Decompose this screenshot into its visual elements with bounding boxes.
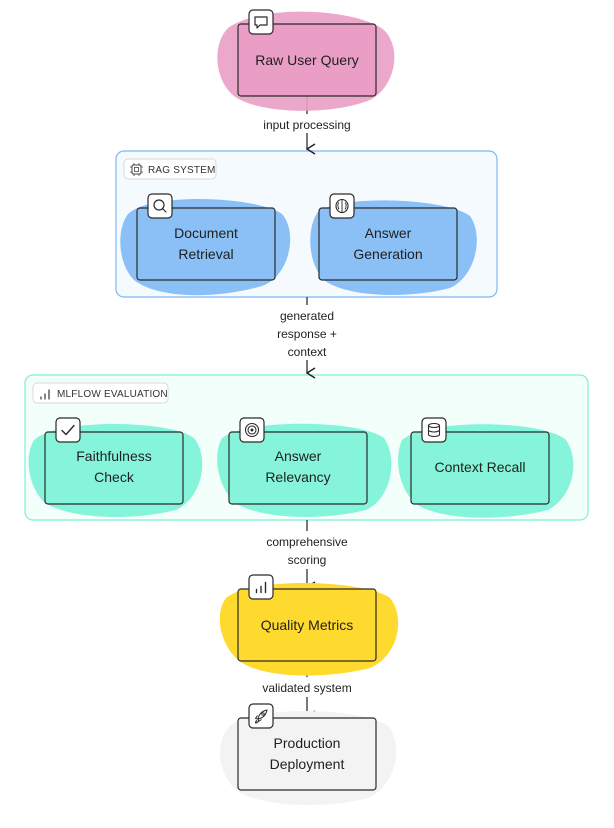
node-raw-user-query[interactable]: Raw User Query xyxy=(217,9,395,111)
group-label-mlflow: MLFLOW EVALUATION xyxy=(57,389,168,400)
edge-comprehensive-scoring: comprehensive scoring xyxy=(266,520,348,593)
search-icon xyxy=(147,193,173,219)
node-document-retrieval[interactable]: Document Retrieval xyxy=(120,193,291,296)
target-icon xyxy=(239,417,265,443)
group-label-rag: RAG SYSTEM xyxy=(148,165,216,176)
edge-label-line: context xyxy=(288,345,327,359)
node-answer-generation[interactable]: Answer Generation xyxy=(310,193,477,295)
edge-label-line: response + xyxy=(277,327,337,341)
edge-generated-response: generated response + context xyxy=(277,297,337,379)
node-label-line: Check xyxy=(94,469,135,485)
rocket-icon xyxy=(248,703,274,729)
check-icon xyxy=(55,417,81,443)
edge-label-line: comprehensive xyxy=(266,535,348,549)
node-production-deployment[interactable]: Production Deployment xyxy=(219,703,397,805)
bar-chart-icon xyxy=(248,574,274,600)
node-label-line: Faithfulness xyxy=(76,448,151,464)
node-faithfulness-check[interactable]: Faithfulness Check xyxy=(28,417,203,517)
node-label-line: Deployment xyxy=(270,756,345,772)
brain-icon xyxy=(329,193,355,219)
database-icon xyxy=(421,417,447,443)
node-context-recall[interactable]: Context Recall xyxy=(398,417,574,518)
node-label-line: Context Recall xyxy=(434,459,525,475)
node-label-line: Quality Metrics xyxy=(261,617,354,633)
edge-label-line: scoring xyxy=(288,553,327,567)
node-label-line: Generation xyxy=(353,246,422,262)
node-label-line: Answer xyxy=(275,448,322,464)
node-label-line: Production xyxy=(274,735,341,751)
node-label-line: Raw User Query xyxy=(255,52,358,68)
message-icon xyxy=(248,9,274,35)
bar-chart-icon xyxy=(40,389,50,400)
node-label-line: Retrieval xyxy=(178,246,233,262)
cpu-icon xyxy=(130,163,143,176)
edge-label-line: input processing xyxy=(263,118,350,132)
node-label-line: Document xyxy=(174,225,238,241)
node-quality-metrics[interactable]: Quality Metrics xyxy=(219,574,399,676)
node-label-line: Relevancy xyxy=(265,469,330,485)
edge-label-line: generated xyxy=(280,309,334,323)
edge-label-line: validated system xyxy=(262,681,351,695)
node-answer-relevancy[interactable]: Answer Relevancy xyxy=(217,417,392,517)
node-label-line: Answer xyxy=(365,225,412,241)
